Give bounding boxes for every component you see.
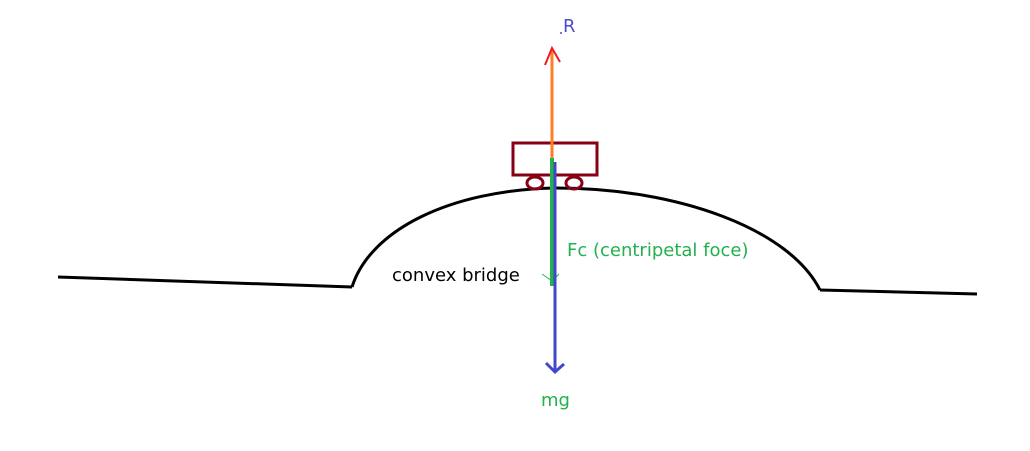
reaction-label: R <box>563 16 576 37</box>
convex-bridge-label: convex bridge <box>392 265 520 286</box>
left-ground-line <box>57 275 353 289</box>
cart-wheel-left <box>525 175 545 191</box>
reaction-dot <box>560 32 562 34</box>
cart-wheel-right <box>564 175 584 191</box>
centripetal-force-label: Fc (centripetal foce) <box>567 240 749 261</box>
weight-arrow-head-icon <box>544 361 565 375</box>
right-ground-line <box>819 288 978 296</box>
reaction-arrow-head-icon <box>544 45 561 66</box>
centripetal-arrow-head-icon <box>541 273 560 282</box>
weight-label: mg <box>541 390 570 411</box>
